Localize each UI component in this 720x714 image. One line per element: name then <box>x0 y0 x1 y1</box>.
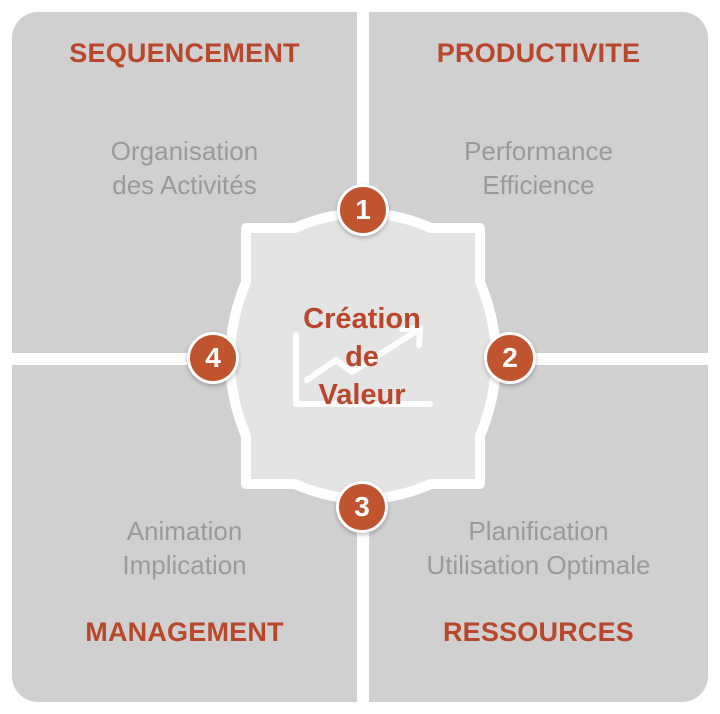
center-cross <box>225 208 501 504</box>
center-line: Création <box>303 303 421 335</box>
title-productivite: PRODUCTIVITE <box>436 38 641 68</box>
subtitle-ressources: Planification Utilisation Optimale <box>366 514 711 582</box>
subtitle-line: Efficience <box>482 170 595 200</box>
center-line: Valeur <box>318 379 406 411</box>
subtitle-line: Utilisation Optimale <box>426 550 651 580</box>
title-ressources: RESSOURCES <box>442 617 635 647</box>
center-label: Création de Valeur <box>262 300 462 414</box>
subtitle-line: Planification <box>468 516 609 546</box>
subtitle-management: Animation Implication <box>12 514 357 582</box>
growth-chart-icon <box>293 325 433 407</box>
step-badge-3: 3 <box>336 481 388 533</box>
step-badge-2: 2 <box>484 332 536 384</box>
center-line: de <box>345 341 379 373</box>
step-badge-4: 4 <box>187 332 239 384</box>
subtitle-line: Animation <box>126 516 243 546</box>
title-sequencement: SEQUENCEMENT <box>69 38 300 68</box>
subtitle-line: Organisation <box>110 136 259 166</box>
subtitle-productivite: Performance Efficience <box>366 134 711 202</box>
subtitle-sequencement: Organisation des Activités <box>12 134 357 202</box>
subtitle-line: des Activités <box>112 170 257 200</box>
subtitle-line: Performance <box>464 136 613 166</box>
step-badge-1: 1 <box>337 184 389 236</box>
title-management: MANAGEMENT <box>85 617 284 647</box>
subtitle-line: Implication <box>122 550 247 580</box>
